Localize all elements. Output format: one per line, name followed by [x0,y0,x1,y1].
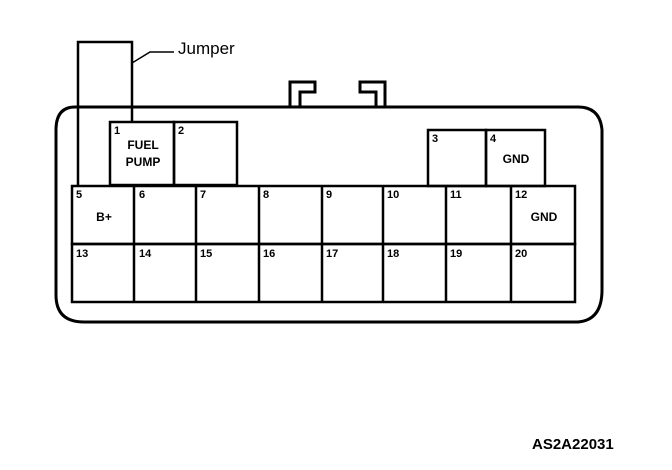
jumper-label: Jumper [178,39,235,58]
pin-number-1: 1 [114,125,121,137]
pin-number-14: 14 [139,248,152,260]
connector-housing [54,105,604,324]
pin-number-8: 8 [263,189,270,201]
pin-number-2: 2 [178,125,185,137]
pin-number-19: 19 [450,248,463,260]
pin-label-12: GND [530,210,558,224]
pin-row-2-frame [70,242,577,304]
pin-number-20: 20 [515,248,528,260]
pin-label-1-line-2: PUMP [125,155,161,169]
pin-label-4: GND [502,152,530,166]
pin-number-9: 9 [326,189,333,201]
locking-tab-right [358,80,387,109]
figure-id: AS2A22031 [532,436,614,453]
pin-label-5: B+ [96,210,112,224]
main-pin-grid [70,184,577,304]
pin-number-16: 16 [263,248,276,260]
pin-number-17: 17 [326,248,339,260]
pin-number-7: 7 [200,189,207,201]
pin-number-5: 5 [76,189,83,201]
pin-number-15: 15 [200,248,213,260]
jumper-wire [76,40,134,186]
pin-number-6: 6 [139,189,146,201]
upper-pin-cavities [108,120,547,188]
locking-tab-left [288,80,317,107]
pin-number-4: 4 [490,133,497,145]
pin-number-12: 12 [515,189,528,201]
pin-number-11: 11 [450,189,462,201]
pin-number-10: 10 [387,189,400,201]
pin-label-1-line-1: FUEL [127,138,159,152]
pin-row-1-frame [70,184,577,246]
pin-number-13: 13 [76,248,89,260]
jumper-leader-line [131,51,174,64]
pin-number-3: 3 [432,133,439,145]
pin-number-18: 18 [387,248,400,260]
